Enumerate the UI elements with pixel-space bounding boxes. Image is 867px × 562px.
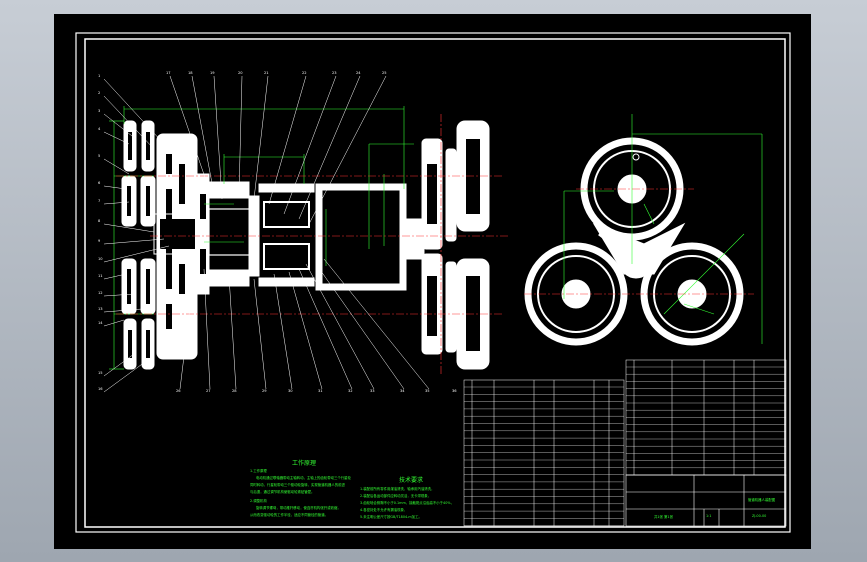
- centerlines: [116, 114, 509, 374]
- notes-right-title: 技术要求: [399, 477, 424, 484]
- notes-right-line: 4.各密封处不允许有漏油现象，: [360, 508, 408, 512]
- outer-frame: [75, 32, 791, 533]
- balloon-number: 31: [318, 389, 323, 393]
- balloon-number: 11: [98, 274, 103, 278]
- balloon-number: 15: [98, 371, 103, 375]
- notes-left-title: 工作原理: [292, 460, 317, 467]
- notes-right-line: 2.装配后各运动部件应转动灵活，无卡滞现象，: [360, 494, 432, 498]
- balloon-number: 7: [98, 199, 101, 203]
- balloon-number: 35: [425, 389, 430, 393]
- balloon-number: 8: [98, 219, 101, 223]
- notes-left-line: 电动机通过联轴器带动主轴转动，主轴上的齿轮带动三个行星轮: [256, 476, 351, 480]
- balloon-number: 27: [206, 389, 211, 393]
- notes-left-line: 同时转动，行星轮带动三个驱动轮旋转，实现管道机器人的前进: [250, 483, 345, 487]
- assembly-drawing: [75, 32, 791, 533]
- notes-left-line: 2.调整机构: [250, 499, 267, 503]
- balloon-number: 18: [188, 71, 193, 75]
- balloon-number: 34: [400, 389, 405, 393]
- table-rows: [464, 366, 786, 526]
- notes-left-line: 从而改变驱动轮的工作半径，适应不同管径的管道。: [250, 513, 328, 517]
- balloon-number: 1: [98, 74, 101, 78]
- balloon-number: 13: [98, 307, 103, 311]
- balloon-number: 26: [176, 389, 181, 393]
- notes-left-line: 1.工作原理: [250, 469, 267, 473]
- balloon-number: 33: [370, 389, 375, 393]
- notes-right-line: 1.装配前所有零件用煤油清洗，轴承用汽油清洗，: [360, 487, 435, 491]
- balloon-number: 3: [98, 109, 101, 113]
- balloon-number: 21: [264, 71, 269, 75]
- leader-lines: [103, 75, 430, 393]
- balloon-number: 5: [98, 154, 101, 158]
- notes-right-line: 3.齿轮啮合侧隙不小于0.1mm，接触斑点沿齿高不小于40%，: [360, 501, 454, 505]
- balloon-number: 12: [98, 291, 103, 295]
- notes-left-line: 旋转调节螺母，带动推杆移动，使连杆机构张开或收缩，: [256, 506, 341, 510]
- end-view-centerlines: [524, 188, 754, 295]
- balloon-number: 23: [332, 71, 337, 75]
- balloon-number: 24: [356, 71, 361, 75]
- balloon-number: 30: [288, 389, 293, 393]
- balloon-number: 36: [452, 389, 457, 393]
- balloon-number: 19: [210, 71, 215, 75]
- title-block-sheet: 共1张 第1张: [654, 515, 673, 519]
- balloon-number: 22: [302, 71, 307, 75]
- balloon-number: 32: [348, 389, 353, 393]
- balloon-number: 25: [382, 71, 387, 75]
- balloon-number: 28: [232, 389, 237, 393]
- balloon-number: 14: [98, 321, 103, 325]
- dimension-lines: [109, 106, 414, 370]
- title-block-scale: 1:1: [706, 514, 712, 518]
- notes-right-line: 5.未注明公差尺寸按GB/T1804-m加工。: [360, 515, 422, 519]
- title-block-drawing-name: 管道机器人装配图: [748, 498, 776, 502]
- balloon-number: 4: [98, 127, 101, 131]
- section-view: [121, 120, 490, 370]
- title-block-drawing-number: ZJ-00-00: [752, 514, 767, 518]
- parts-list-left: [463, 379, 625, 527]
- balloon-number: 17: [166, 71, 171, 75]
- balloon-number: 6: [98, 181, 101, 185]
- balloon-number: 20: [238, 71, 243, 75]
- balloon-number: 2: [98, 91, 101, 95]
- balloon-number: 16: [98, 387, 103, 391]
- balloon-number: 10: [98, 257, 103, 261]
- balloon-number: 29: [262, 389, 267, 393]
- balloon-number: 9: [98, 239, 101, 243]
- notes-left-line: 与后退，通过调节机构使驱动轮紧贴管壁。: [250, 490, 315, 494]
- inner-frame: [84, 38, 786, 528]
